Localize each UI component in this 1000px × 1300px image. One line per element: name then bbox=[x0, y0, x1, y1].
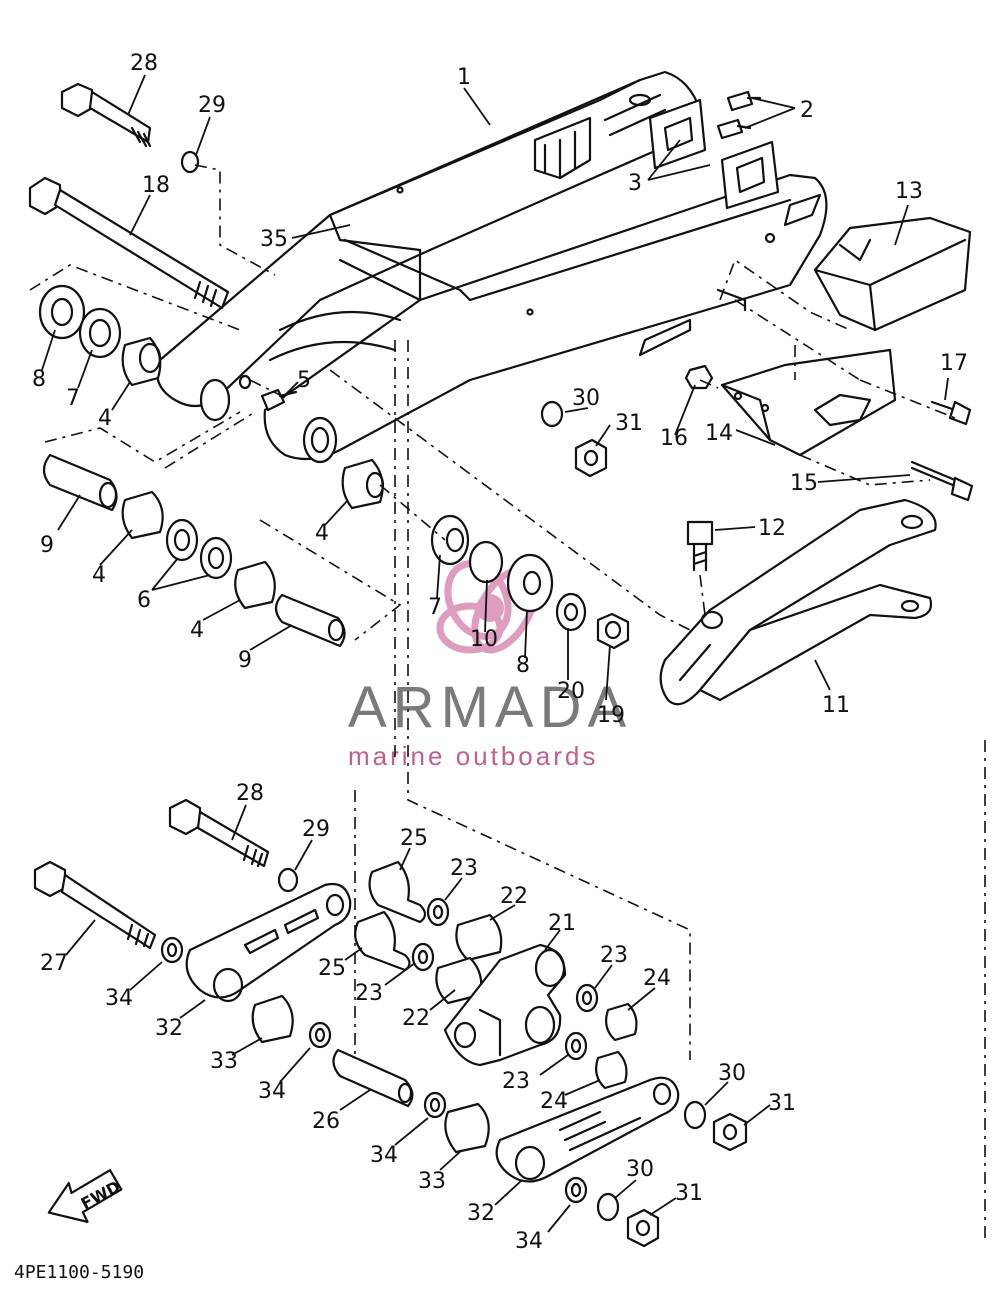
connecting-rod-lower bbox=[495, 1076, 680, 1183]
adjuster-plate bbox=[648, 98, 780, 210]
callout-33: 33 bbox=[210, 1049, 238, 1074]
callout-15: 15 bbox=[790, 471, 818, 496]
bearing-stack-lower bbox=[42, 453, 346, 648]
callout-4: 4 bbox=[98, 406, 112, 431]
callout-12: 12 bbox=[758, 516, 786, 541]
callout-10: 10 bbox=[470, 627, 498, 652]
callout-3: 3 bbox=[628, 171, 642, 196]
watermark: ARMADA marine outboards bbox=[348, 560, 632, 771]
washer bbox=[180, 150, 200, 174]
callout-labels: 1 2 3 4 4 4 4 5 6 7 7 8 8 9 9 10 11 12 1… bbox=[32, 51, 968, 1254]
leader-lines bbox=[41, 74, 949, 1233]
callout-28: 28 bbox=[236, 781, 264, 806]
relay-bolt bbox=[686, 520, 714, 572]
callout-8: 8 bbox=[32, 367, 46, 392]
callout-18: 18 bbox=[142, 173, 170, 198]
connecting-rod-upper bbox=[185, 882, 352, 1003]
callout-29: 29 bbox=[198, 93, 226, 118]
washers-left bbox=[160, 867, 588, 1204]
link-collars bbox=[251, 994, 490, 1154]
callout-7: 7 bbox=[66, 386, 80, 411]
swingarm bbox=[156, 70, 828, 464]
callout-1: 1 bbox=[457, 65, 471, 90]
callout-4: 4 bbox=[315, 521, 329, 546]
fwd-arrow-icon: FWD bbox=[47, 1169, 124, 1223]
callout-35: 35 bbox=[260, 227, 288, 252]
relay-21 bbox=[443, 943, 567, 1067]
chain-guide bbox=[813, 216, 972, 332]
callout-23: 23 bbox=[600, 943, 628, 968]
callout-20: 20 bbox=[557, 679, 585, 704]
spacers-right bbox=[564, 983, 638, 1090]
callout-29: 29 bbox=[302, 817, 330, 842]
callout-30: 30 bbox=[626, 1157, 654, 1182]
callout-23: 23 bbox=[355, 981, 383, 1006]
callout-11: 11 bbox=[822, 693, 850, 718]
callout-16: 16 bbox=[660, 426, 688, 451]
callout-4: 4 bbox=[190, 618, 204, 643]
callout-32: 32 bbox=[155, 1016, 183, 1041]
callout-8: 8 bbox=[516, 653, 530, 678]
callout-33: 33 bbox=[418, 1169, 446, 1194]
callout-19: 19 bbox=[597, 703, 625, 728]
callout-23: 23 bbox=[450, 856, 478, 881]
drawing-code: 4PE1100-5190 bbox=[14, 1262, 144, 1283]
callout-31: 31 bbox=[615, 411, 643, 436]
pivot-shaft bbox=[28, 82, 230, 310]
callout-4: 4 bbox=[92, 563, 106, 588]
chain-support bbox=[720, 348, 897, 457]
callout-7: 7 bbox=[428, 595, 442, 620]
callout-34: 34 bbox=[258, 1079, 286, 1104]
bearing-stack-left bbox=[38, 284, 162, 387]
callout-25: 25 bbox=[318, 956, 346, 981]
assembly-lines bbox=[29, 164, 986, 1240]
callout-24: 24 bbox=[643, 966, 671, 991]
bearing-stack-center bbox=[341, 458, 630, 650]
adjuster-bolt bbox=[716, 90, 762, 140]
callout-32: 32 bbox=[467, 1201, 495, 1226]
callout-25: 25 bbox=[400, 826, 428, 851]
callout-5: 5 bbox=[297, 368, 311, 393]
callout-21: 21 bbox=[548, 911, 576, 936]
washer-nut-lower bbox=[596, 1100, 748, 1248]
callout-31: 31 bbox=[768, 1091, 796, 1116]
callout-14: 14 bbox=[705, 421, 733, 446]
callout-22: 22 bbox=[500, 884, 528, 909]
callout-34: 34 bbox=[370, 1143, 398, 1168]
washer-nut-upper bbox=[540, 400, 608, 478]
callout-9: 9 bbox=[238, 648, 252, 673]
callout-9: 9 bbox=[40, 533, 54, 558]
callout-17: 17 bbox=[940, 351, 968, 376]
callout-31: 31 bbox=[675, 1181, 703, 1206]
callout-34: 34 bbox=[105, 986, 133, 1011]
callout-34: 34 bbox=[515, 1229, 543, 1254]
relay-arm bbox=[659, 498, 937, 706]
callout-26: 26 bbox=[312, 1109, 340, 1134]
callout-6: 6 bbox=[137, 588, 151, 613]
watermark-tagline: marine outboards bbox=[348, 741, 598, 771]
link-bolts bbox=[33, 798, 270, 950]
callout-30: 30 bbox=[718, 1061, 746, 1086]
callout-13: 13 bbox=[895, 179, 923, 204]
callout-23: 23 bbox=[502, 1069, 530, 1094]
callout-30: 30 bbox=[572, 386, 600, 411]
callout-28: 28 bbox=[130, 51, 158, 76]
callout-22: 22 bbox=[402, 1006, 430, 1031]
callout-2: 2 bbox=[800, 98, 814, 123]
callout-24: 24 bbox=[540, 1089, 568, 1114]
watermark-brand: ARMADA bbox=[348, 675, 632, 740]
callout-27: 27 bbox=[40, 951, 68, 976]
